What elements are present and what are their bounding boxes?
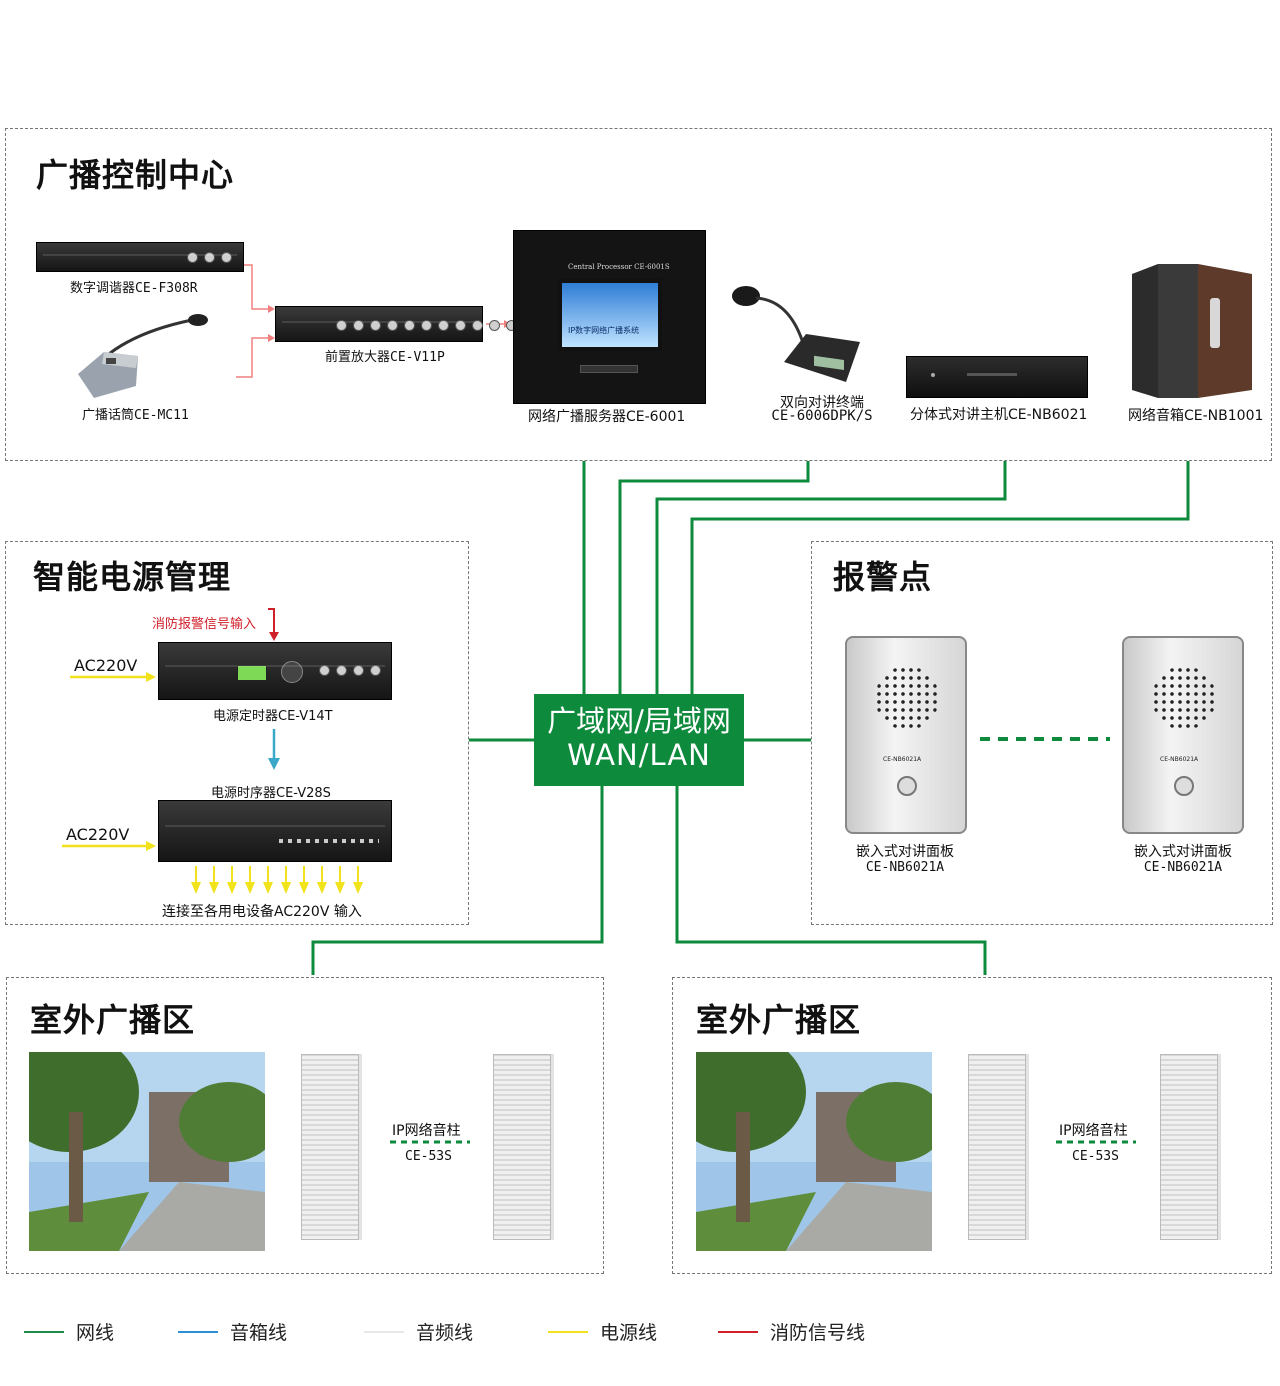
- network-broadcast-server-device: Central Processor CE-6001S IP数字网络广播系统: [513, 230, 706, 404]
- server-screen: IP数字网络广播系统: [558, 279, 662, 351]
- intercom-panel-1-label-1: 嵌入式对讲面板: [856, 844, 954, 860]
- network-speaker-label: 网络音箱CE-NB1001: [1128, 408, 1264, 424]
- outdoor-zone-right: [672, 977, 1272, 1274]
- panel-2-call-button: [1174, 776, 1194, 796]
- legend-power-cable: 电源线: [548, 1318, 657, 1345]
- power-timer-label: 电源定时器CE-V14T: [213, 709, 333, 724]
- power-output-label: 连接至各用电设备AC220V 输入: [162, 904, 362, 920]
- panel-1-model-text: CE-NB6021A: [883, 756, 922, 763]
- intercom-host-device: [906, 356, 1088, 398]
- intercom-panel-2-label-2: CE-NB6021A: [1143, 860, 1223, 875]
- intercom-terminal-label-2: CE-6006DPK/S: [771, 408, 873, 424]
- legend-power-label: 电源线: [600, 1322, 658, 1344]
- paging-microphone-device: [74, 312, 214, 398]
- intercom-panel-1: CE-NB6021A: [845, 636, 967, 834]
- legend-audio-cable: 音频线: [364, 1318, 473, 1345]
- legend-speaker-cable: 音箱线: [178, 1318, 287, 1345]
- column-speaker-left-1: [301, 1054, 359, 1240]
- intercom-panel-2-label-1: 嵌入式对讲面板: [1134, 844, 1232, 860]
- ac-input-label-2: AC220V: [66, 825, 130, 844]
- panel-1-speaker-grille: [875, 666, 939, 730]
- preamplifier-device: [275, 306, 517, 342]
- legend-speaker-swatch: [178, 1330, 218, 1333]
- alarm-zone: [811, 541, 1273, 925]
- intercom-terminal-label-1: 双向对讲终端: [780, 395, 864, 411]
- legend-network-swatch: [24, 1330, 64, 1333]
- legend-power-swatch: [548, 1330, 588, 1333]
- column-speaker-right-1: [968, 1054, 1026, 1240]
- wan-lan-network-box: 广域网/局域网 WAN/LAN: [534, 694, 744, 786]
- power-sequencer-device: [158, 800, 392, 862]
- server-label: 网络广播服务器CE-6001: [528, 409, 686, 425]
- legend-audio-swatch: [364, 1330, 404, 1333]
- server-screen-text: IP数字网络广播系统: [568, 326, 640, 335]
- legend-speaker-label: 音箱线: [230, 1322, 288, 1344]
- intercom-host-label: 分体式对讲主机CE-NB6021: [910, 407, 1088, 423]
- mic-label: 广播话筒CE-MC11: [82, 408, 189, 423]
- column-speaker-left-2: [493, 1054, 551, 1240]
- wan-lan-subtitle: WAN/LAN: [567, 738, 711, 772]
- legend-fire-signal-cable: 消防信号线: [718, 1318, 865, 1345]
- panel-2-speaker-grille: [1152, 666, 1216, 730]
- wan-lan-title: 广域网/局域网: [547, 704, 731, 738]
- column-speaker-left-label-2: CE-53S: [405, 1149, 452, 1164]
- power-management-zone: [5, 541, 469, 925]
- column-speaker-right-label-2: CE-53S: [1072, 1149, 1119, 1164]
- control-center-zone: [5, 128, 1272, 461]
- tuner-label: 数字调谐器CE-F308R: [70, 281, 198, 296]
- fire-signal-label: 消防报警信号输入: [152, 617, 257, 632]
- panel-1-call-button: [897, 776, 917, 796]
- legend-audio-label: 音频线: [416, 1322, 474, 1344]
- digital-tuner-device: [36, 242, 244, 272]
- power-management-title: 智能电源管理: [33, 558, 232, 596]
- outdoor-right-photo: [696, 1052, 932, 1251]
- outdoor-zone-left: [6, 977, 604, 1274]
- panel-2-model-text: CE-NB6021A: [1160, 756, 1199, 763]
- server-brand-text: Central Processor CE-6001S: [568, 263, 670, 271]
- legend-network-label: 网线: [76, 1322, 115, 1344]
- power-sequencer-label: 电源时序器CE-V28S: [211, 786, 331, 801]
- preamp-label: 前置放大器CE-V11P: [325, 350, 445, 365]
- intercom-panel-2: CE-NB6021A: [1122, 636, 1244, 834]
- alarm-title: 报警点: [833, 558, 933, 596]
- column-speaker-left-label-1: IP网络音柱: [392, 1123, 461, 1139]
- network-speaker-device: [1128, 264, 1256, 398]
- power-timer-device: [158, 642, 392, 700]
- column-speaker-right-label-1: IP网络音柱: [1059, 1123, 1128, 1139]
- intercom-terminal-device: [730, 282, 864, 390]
- control-center-title: 广播控制中心: [36, 156, 235, 194]
- ac-input-label-1: AC220V: [74, 656, 138, 675]
- column-speaker-right-2: [1160, 1054, 1218, 1240]
- legend-fire-label: 消防信号线: [770, 1322, 866, 1344]
- outdoor-left-photo: [29, 1052, 265, 1251]
- legend-fire-swatch: [718, 1330, 758, 1333]
- intercom-panel-1-label-2: CE-NB6021A: [865, 860, 945, 875]
- outdoor-left-title: 室外广播区: [30, 1001, 196, 1039]
- outdoor-right-title: 室外广播区: [696, 1001, 862, 1039]
- legend-network-cable: 网线: [24, 1318, 114, 1345]
